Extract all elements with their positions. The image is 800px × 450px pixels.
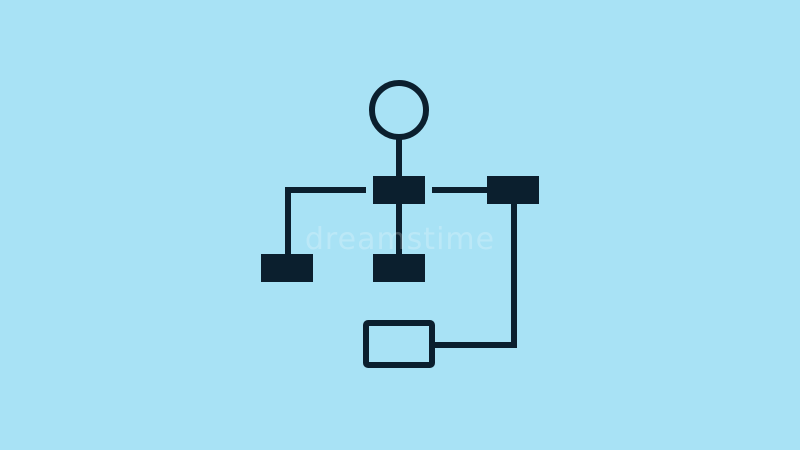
right-process-box [487, 176, 539, 204]
connector-center-to-left [285, 187, 366, 255]
outlined-end-box [363, 320, 435, 368]
center-process-box [373, 176, 425, 204]
start-node-circle [369, 80, 429, 140]
left-process-box [261, 254, 313, 282]
connector-right-to-outlined [434, 203, 517, 348]
bottom-center-process-box [373, 254, 425, 282]
